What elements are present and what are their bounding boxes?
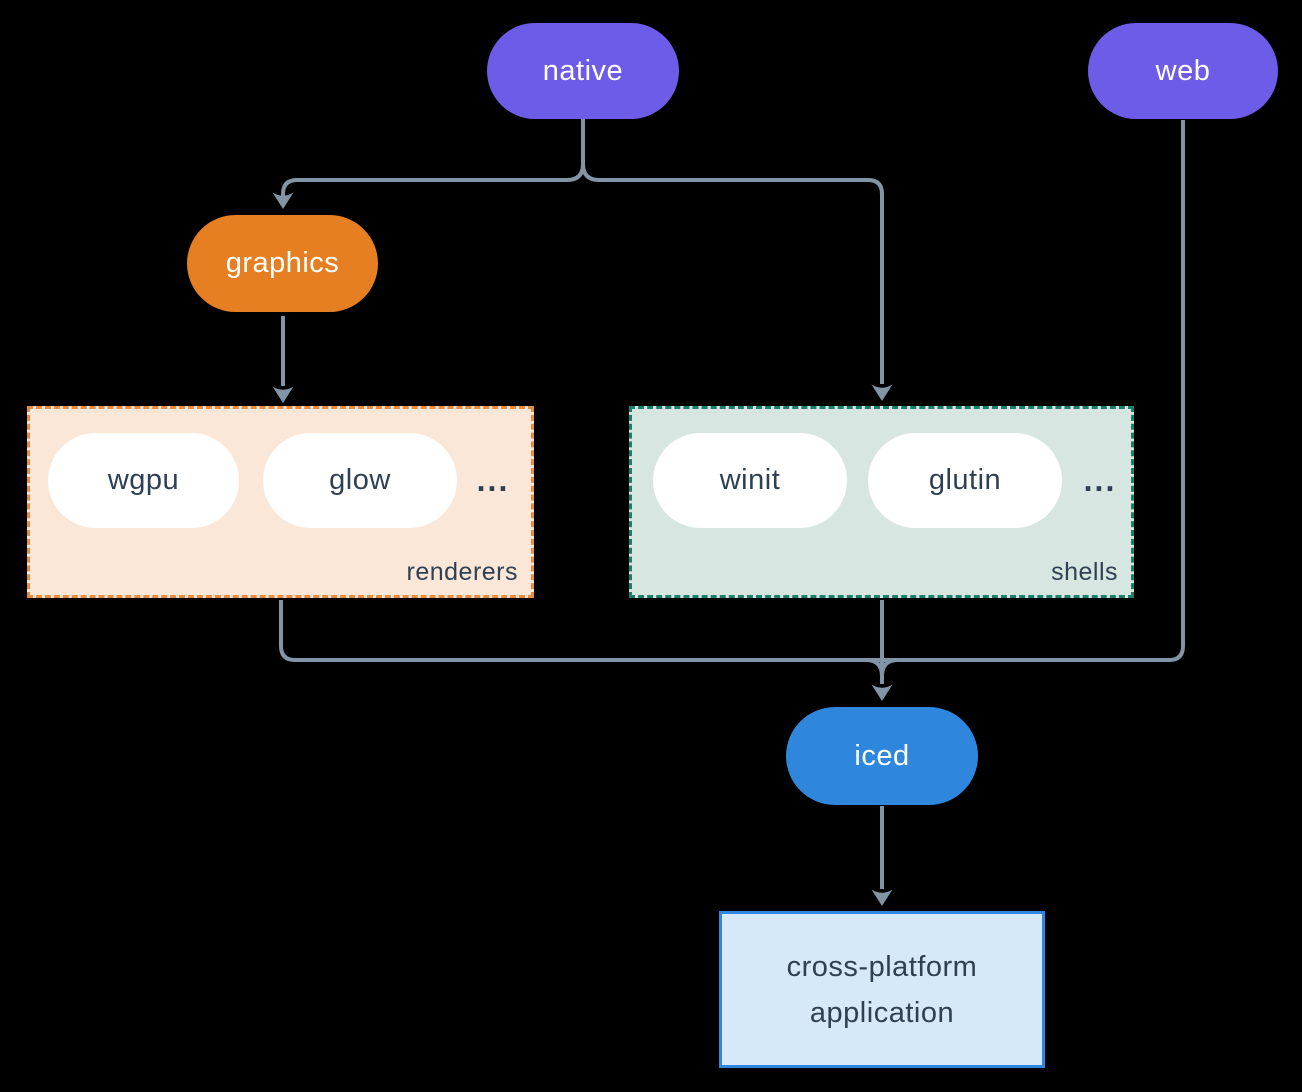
node-wgpu: wgpu <box>48 433 239 528</box>
group-renderers: wgpu glow ... renderers <box>27 406 534 598</box>
node-glutin: glutin <box>868 433 1062 528</box>
renderers-ellipsis: ... <box>476 462 510 498</box>
arrowhead-renderers <box>272 386 294 403</box>
arrowhead-app <box>871 889 893 906</box>
renderers-group-label: renderers <box>406 558 518 586</box>
shells-group-label: shells <box>1051 558 1118 586</box>
node-graphics: graphics <box>187 215 378 312</box>
edge-web-junction <box>882 120 1185 662</box>
edge-renderers-junction <box>279 600 882 662</box>
node-web: web <box>1088 23 1278 119</box>
node-glow: glow <box>263 433 457 528</box>
arrowhead-shells <box>871 384 893 401</box>
node-iced: iced <box>786 707 978 805</box>
arrowhead-graphics <box>272 192 294 209</box>
node-cross-platform-application: cross-platform application <box>719 911 1045 1068</box>
shells-ellipsis: ... <box>1083 462 1117 498</box>
arrowhead-iced <box>871 684 893 701</box>
app-label-line2: application <box>809 996 955 1029</box>
app-label-line1: cross-platform <box>786 950 978 983</box>
junction-fillet-right <box>880 658 899 677</box>
edge-native-shells <box>581 119 884 384</box>
node-native: native <box>487 23 679 119</box>
group-shells: winit glutin ... shells <box>629 406 1134 598</box>
edge-native-graphics <box>281 119 585 196</box>
junction-fillet-left <box>865 658 884 677</box>
node-winit: winit <box>653 433 847 528</box>
